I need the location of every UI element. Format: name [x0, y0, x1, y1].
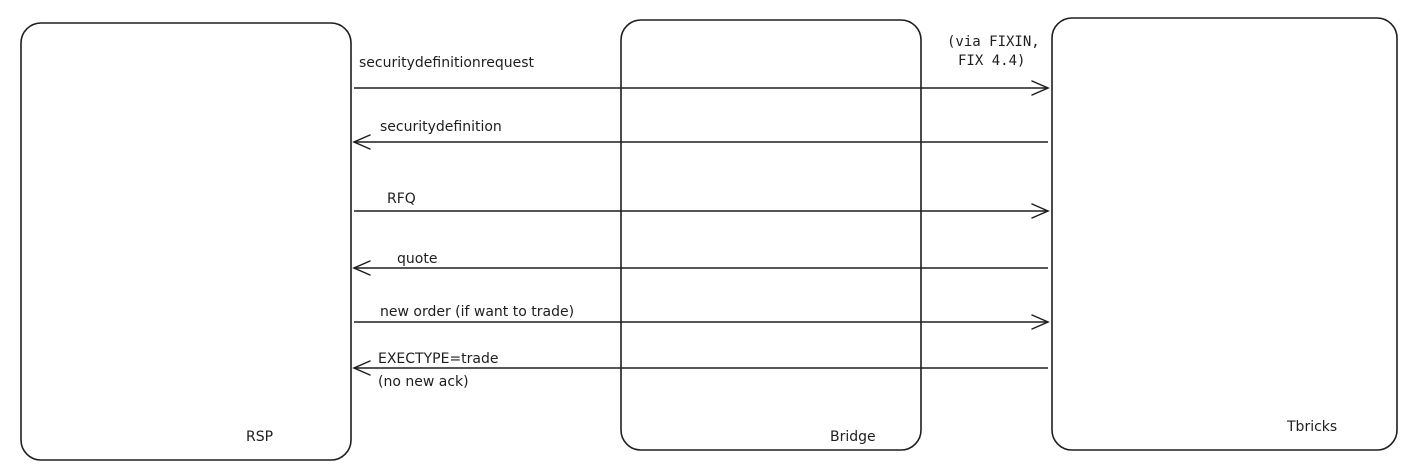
- message-rfq: RFQ: [354, 191, 1050, 219]
- message-sublabel: (no new ack): [378, 374, 469, 390]
- message-exectype-trade: EXECTYPE=trade (no new ack): [352, 351, 1048, 390]
- message-label: EXECTYPE=trade: [378, 351, 499, 367]
- message-label: securitydefinitionrequest: [359, 55, 535, 71]
- arrowhead-right: [1031, 314, 1050, 330]
- arrowhead-left: [352, 360, 371, 376]
- message-label: RFQ: [387, 191, 416, 207]
- arrowhead-right: [1031, 80, 1050, 96]
- arrowhead-right: [1031, 203, 1050, 219]
- message-label: new order (if want to trade): [380, 304, 574, 320]
- bridge-box[interactable]: Bridge: [620, 19, 922, 451]
- arrowhead-left: [352, 134, 371, 150]
- message-new-order: new order (if want to trade): [354, 304, 1050, 330]
- tbricks-label: Tbricks: [1286, 419, 1337, 435]
- message-securitydefinitionrequest: securitydefinitionrequest: [354, 55, 1050, 96]
- rsp-label: RSP: [246, 429, 273, 445]
- message-quote: quote: [352, 251, 1048, 276]
- fix-note-line2: FIX 4.4): [958, 53, 1025, 69]
- message-securitydefinition: securitydefinition: [352, 119, 1048, 150]
- bridge-label: Bridge: [830, 429, 876, 445]
- message-label: securitydefinition: [380, 119, 502, 135]
- message-label: quote: [397, 251, 437, 267]
- arrowhead-left: [352, 260, 371, 276]
- fix-note-line1: (via FIXIN,: [947, 34, 1040, 50]
- tbricks-box[interactable]: Tbricks: [1051, 17, 1398, 451]
- rsp-box[interactable]: RSP: [20, 22, 352, 461]
